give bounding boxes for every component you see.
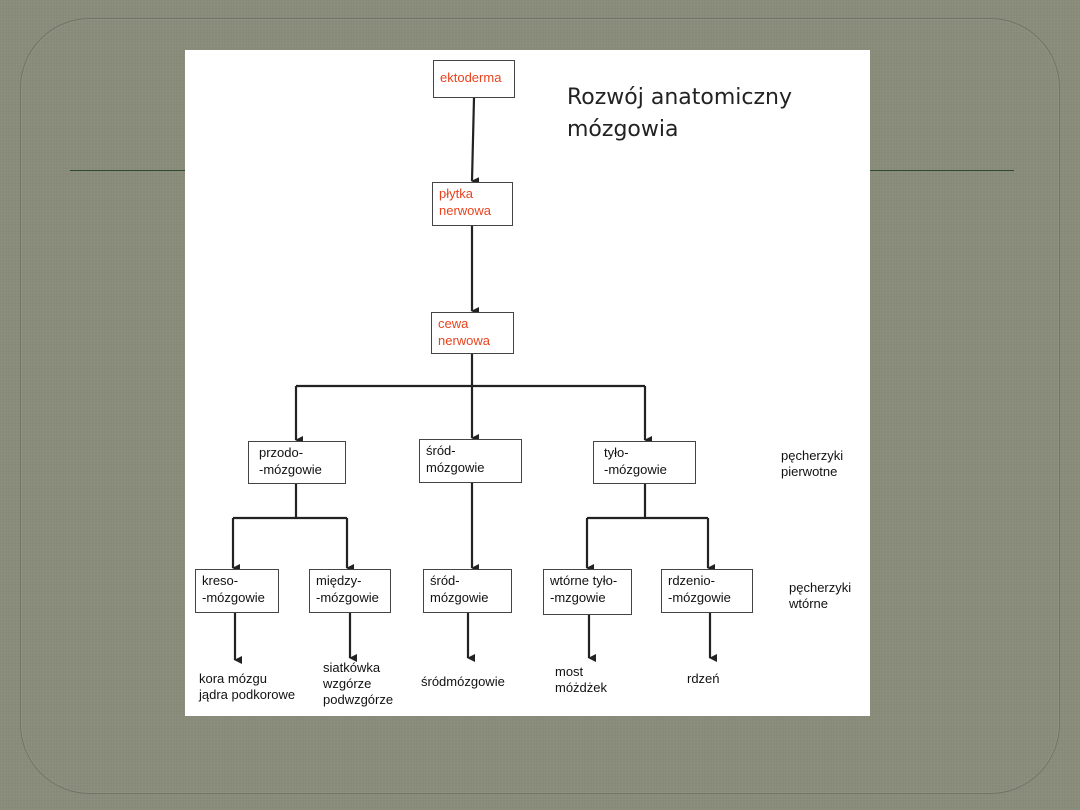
diagram-edges [231,97,717,664]
node-wtorne-tylomozgowie: wtórne tyło- -mzgowie [543,569,632,615]
title-line-2: mózgowia [567,117,679,142]
leaf-rdzen: rdzeń [687,671,720,686]
node-cewa-nerwowa: cewa nerwowa [431,312,514,354]
diagram-panel: Rozwój anatomiczny mózgowia ektoderma pł… [185,50,870,716]
node-plytka-nerwowa: płytka nerwowa [432,182,513,226]
node-srodmozgowie-2: śród- mózgowie [423,569,512,613]
edge-ektoderma-plytka [470,97,480,186]
node-kresomozgowie: kreso- -mózgowie [195,569,279,613]
node-ektoderma: ektoderma [433,60,515,98]
slide-frame [20,18,1060,794]
label-secondary-vesicles: pęcherzyki wtórne [789,580,852,611]
node-przodomozgowie: przodo- -mózgowie [248,441,346,484]
node-rdzeniomozgowie: rdzenio- -mózgowie [661,569,753,613]
title-line-1: Rozwój anatomiczny [567,85,793,110]
diagram-title: Rozwój anatomiczny mózgowia [567,82,792,146]
leaf-most-mozdzek: most móżdżek [555,664,608,695]
node-srodmozgowie-1: śród- mózgowie [419,439,522,483]
label-primary-vesicles: pęcherzyki pierwotne [781,448,844,479]
leaf-siatkowka: siatkówka wzgórze podwzgórze [323,660,394,707]
node-miedzymozgowie: między- -mózgowie [309,569,391,613]
node-tylomozgowie: tyło- -mózgowie [593,441,696,484]
leaf-kora-mozgu: kora mózgu jądra podkorowe [199,671,296,702]
leaf-srodmozgowie: śródmózgowie [421,674,505,689]
